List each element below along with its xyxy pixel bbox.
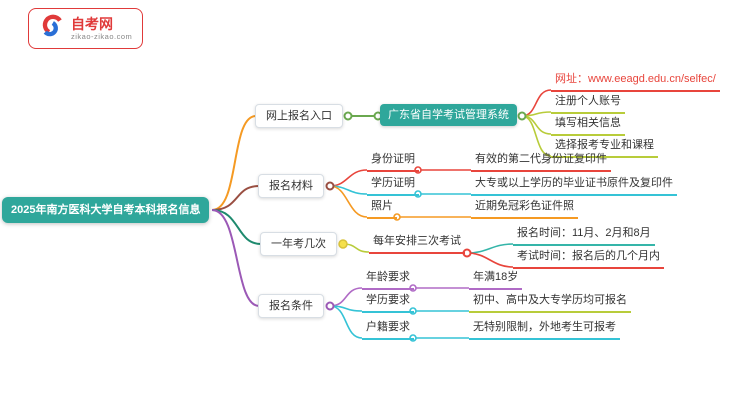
material-id-detail-node: 有效的第二代身份证复印件: [471, 152, 611, 172]
step-register-node: 注册个人账号: [551, 94, 625, 114]
condition-education-node: 学历要求: [362, 293, 414, 313]
material-photo-node: 照片: [367, 199, 397, 219]
branch-online-node: 网上报名入口: [255, 104, 343, 128]
site-logo-title: 自考网: [71, 16, 113, 32]
branch-conditions-node: 报名条件: [258, 294, 324, 318]
step-choose-major-node: 选择报考专业和课程: [551, 138, 658, 158]
condition-residence-node: 户籍要求: [362, 320, 414, 340]
schedule-node: 每年安排三次考试: [369, 234, 465, 254]
signup-time-node: 报名时间：11月、2月和8月: [513, 226, 655, 246]
step-fill-info-node: 填写相关信息: [551, 116, 625, 136]
material-photo-detail-node: 近期免冠彩色证件照: [471, 199, 578, 219]
material-diploma-detail-node: 大专或以上学历的毕业证书原件及复印件: [471, 176, 677, 196]
branch-times-node: 一年考几次: [260, 232, 337, 256]
condition-age-detail-node: 年满18岁: [469, 270, 523, 290]
condition-education-detail-node: 初中、高中及大专学历均可报名: [469, 293, 631, 313]
branch-materials-node: 报名材料: [258, 174, 324, 198]
material-diploma-node: 学历证明: [367, 176, 419, 196]
site-logo: 自考网 zikao-zikao.com: [28, 8, 144, 49]
condition-residence-detail-node: 无特别限制，外地考生可报考: [469, 320, 620, 340]
exam-time-node: 考试时间：报名后的几个月内: [513, 249, 664, 269]
material-id-node: 身份证明: [367, 152, 419, 172]
site-logo-subtitle: zikao-zikao.com: [71, 32, 133, 41]
condition-age-node: 年龄要求: [362, 270, 414, 290]
site-logo-icon: [39, 13, 65, 44]
step-url-node: 网址：www.eeagd.edu.cn/selfec/: [551, 72, 720, 92]
root-node: 2025年南方医科大学自考本科报名信息: [2, 197, 210, 223]
system-node: 广东省自学考试管理系统: [380, 104, 517, 126]
